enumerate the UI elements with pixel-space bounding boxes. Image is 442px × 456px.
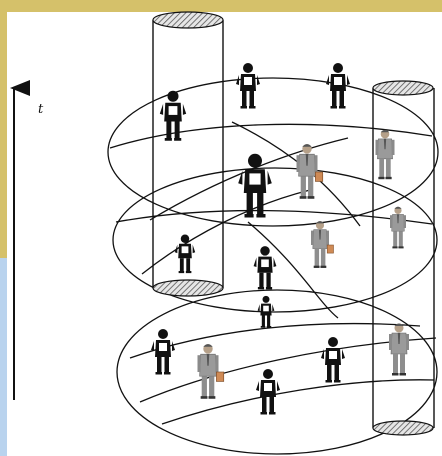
frame-band-top [0, 0, 442, 12]
middle-time-slice [112, 167, 438, 319]
left-cylinder-bottom-cap [152, 279, 224, 297]
figures-layer [151, 63, 409, 415]
bottom-slice-arc-2 [129, 322, 421, 359]
dark-person-figure [257, 295, 275, 328]
middle-slice-arc-3 [247, 221, 339, 319]
frame-band-left-lower [0, 258, 7, 456]
middle-slice-ellipse [112, 167, 438, 313]
gray-businessman-figure [296, 144, 324, 199]
dark-person-figure [326, 63, 350, 109]
top-slice-ellipse [107, 77, 439, 227]
dark-person-figure [321, 337, 345, 383]
briefcase-icon [326, 244, 334, 254]
gray-businessman-figure [389, 323, 409, 376]
bottom-slice-ellipse [116, 289, 438, 455]
frame-band-left-upper [0, 12, 7, 258]
gray-businessman-figure [197, 344, 225, 399]
left-worldline-cylinder [152, 11, 224, 297]
dark-person-figure [174, 234, 196, 274]
top-slice-arc-1 [109, 123, 433, 149]
gray-businessman-figure [375, 129, 395, 180]
briefcase-icon [315, 171, 324, 182]
dark-person-figure [238, 153, 272, 218]
top-slice-arc-2 [149, 137, 349, 221]
dark-person-figure [151, 329, 175, 375]
gray-businessman-figure [390, 206, 406, 249]
time-axis-label: t [38, 102, 44, 117]
dark-person-figure [159, 90, 187, 141]
gray-businessman-figure [311, 221, 334, 268]
left-cylinder-top-cap [152, 11, 224, 29]
right-worldline-cylinder [372, 80, 435, 436]
briefcase-icon [216, 371, 225, 382]
right-cylinder-top-cap [372, 80, 434, 96]
middle-slice-arc-2 [141, 189, 311, 275]
dark-person-figure [253, 246, 277, 290]
right-cylinder-bottom-cap [372, 420, 434, 436]
bottom-slice-arc-3 [161, 379, 435, 425]
dark-person-figure [256, 369, 280, 415]
dark-person-figure [236, 63, 260, 109]
